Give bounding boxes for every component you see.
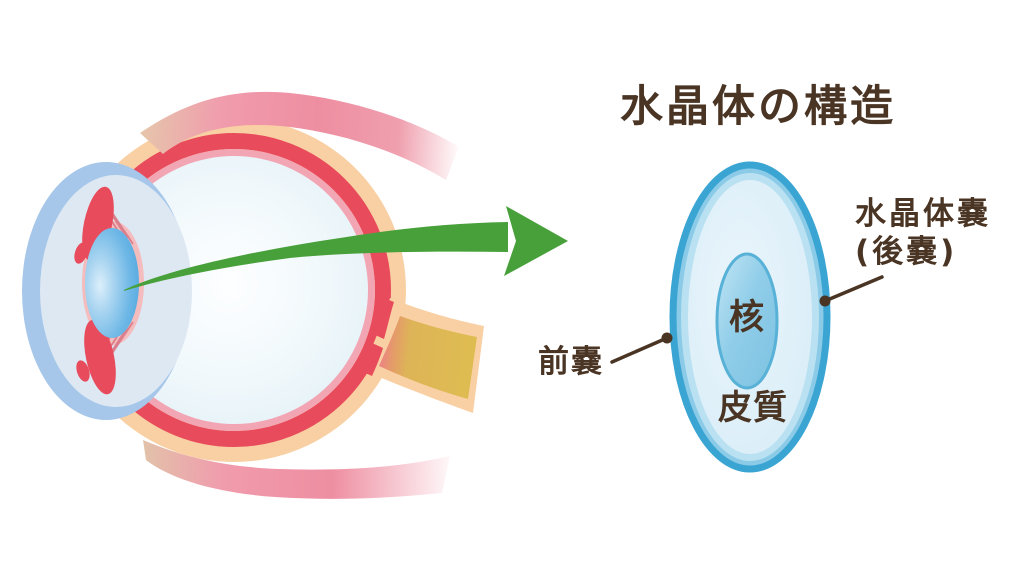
posterior-capsule-callout-line [823, 275, 884, 303]
posterior-capsule-label-line1: 水晶体嚢 [855, 196, 991, 232]
nucleus-label: 核 [729, 298, 765, 338]
anterior-capsule-callout [610, 332, 673, 364]
posterior-capsule-label-line2: (後嚢) [855, 234, 958, 270]
zoom-arrow-shaft [124, 222, 508, 291]
superior-muscle [140, 91, 459, 180]
posterior-capsule-callout [819, 275, 884, 307]
zoom-arrow [124, 206, 568, 291]
iris-lower-tip [76, 360, 90, 382]
page-title: 水晶体の構造 [620, 82, 896, 132]
nucleus-ellipse [715, 252, 779, 390]
cortex-label: 皮質 [718, 388, 788, 428]
anterior-capsule-callout-line [610, 336, 669, 364]
optic-disc-lower-flare [361, 343, 383, 376]
posterior-capsule-callout-dot [819, 295, 831, 307]
iris-upper-tip [74, 242, 88, 264]
inferior-muscle [143, 440, 450, 499]
eye-cross-section [22, 91, 484, 499]
zoom-arrow-head [504, 206, 568, 276]
anterior-capsule-label: 前嚢 [538, 344, 604, 380]
optic-disc-upper-flare [373, 298, 394, 339]
optic-nerve [361, 298, 484, 413]
anterior-capsule-callout-dot [661, 332, 673, 344]
posterior-capsule-label: 水晶体嚢 (後嚢) [855, 195, 991, 271]
lens-structure-diagram [610, 161, 884, 473]
lens-in-eye [85, 228, 139, 338]
iris-lower [84, 319, 116, 395]
optic-nerve-core [379, 316, 477, 399]
